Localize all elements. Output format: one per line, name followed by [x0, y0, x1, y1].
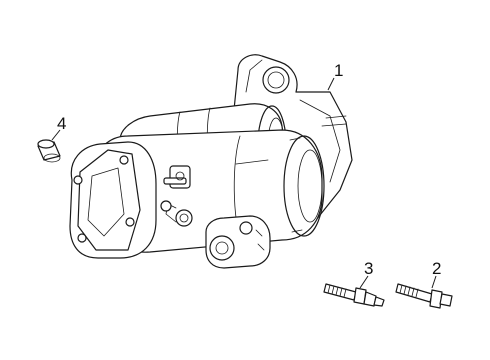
stud-hex — [363, 291, 377, 307]
plunger-rod — [325, 115, 347, 119]
housing-end-ring — [297, 149, 323, 223]
stud-shank — [323, 283, 357, 301]
pinion-hub — [215, 241, 229, 255]
bushing-top — [37, 139, 55, 149]
terminal-stud-upper — [163, 165, 191, 189]
callout-1: 1 — [334, 61, 343, 80]
pinion-bolt — [239, 221, 253, 235]
stud-threads — [327, 284, 347, 298]
callout-2: 2 — [432, 259, 441, 278]
cover-bolt-4 — [125, 217, 135, 227]
bolt-flange — [429, 289, 443, 309]
cover-bolt-1 — [73, 175, 83, 185]
housing-detail — [235, 159, 269, 165]
bracket-hole-outer — [262, 66, 290, 94]
terminal-stud-lower — [165, 203, 193, 227]
cover-relief — [87, 167, 125, 237]
pinion-gear — [209, 235, 235, 261]
leader-4 — [51, 129, 61, 141]
cover-bolt-2 — [119, 155, 129, 165]
pinion-detail — [255, 229, 265, 251]
bracket-flange — [299, 99, 341, 183]
cover-bolt-3 — [77, 233, 87, 243]
bracket-edge — [245, 59, 263, 93]
bushing-bottom — [43, 153, 61, 163]
plunger-rod-edge — [321, 123, 347, 127]
callout-3: 3 — [364, 259, 373, 278]
starter-motor — [69, 54, 353, 269]
stud-bolt-part — [323, 283, 385, 307]
leader-1 — [327, 77, 335, 91]
callout-4: 4 — [57, 114, 66, 133]
leader-3 — [359, 275, 369, 289]
mounting-bolt-part — [395, 283, 453, 309]
stud-tip — [373, 296, 385, 307]
bushing-part — [37, 139, 61, 163]
terminal-nut — [160, 200, 172, 212]
leader-2 — [431, 275, 437, 289]
bracket-hole-inner — [267, 71, 285, 89]
housing-ribs — [289, 137, 303, 233]
housing-end-flange — [283, 135, 325, 237]
bolt-threads — [399, 284, 419, 298]
bolt-head — [439, 293, 453, 307]
